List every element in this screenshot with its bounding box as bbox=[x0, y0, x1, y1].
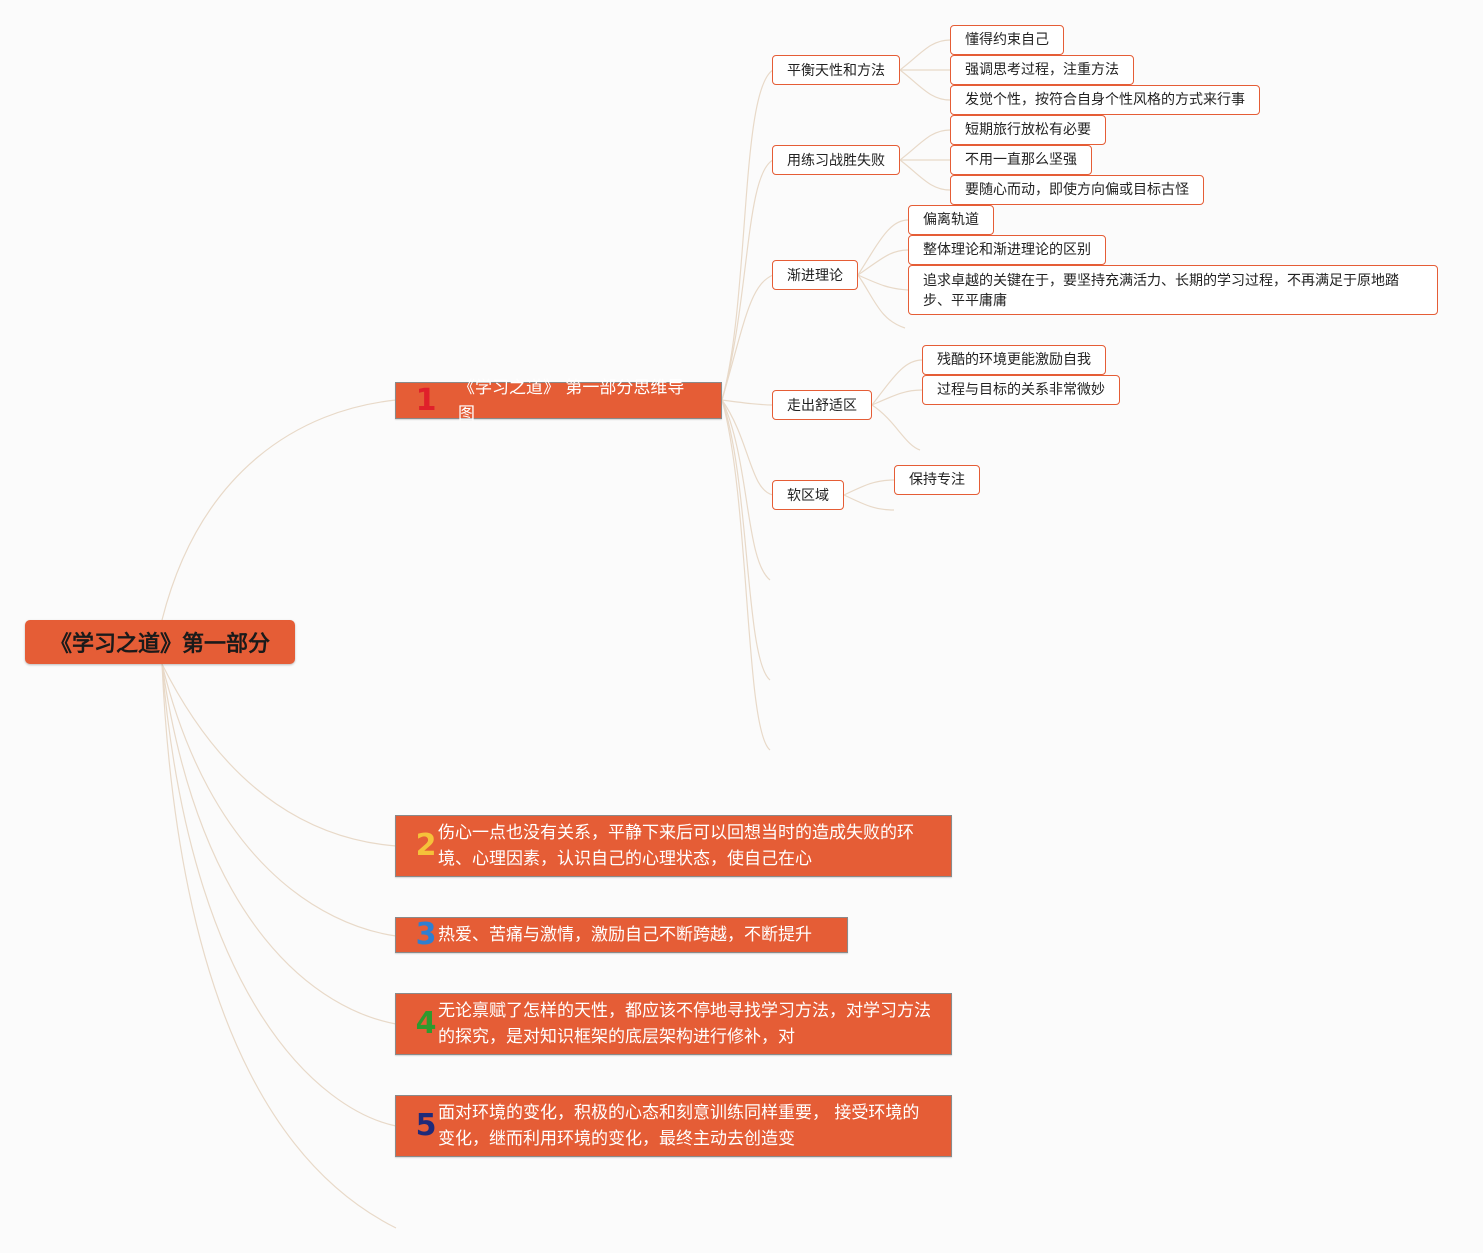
main-topic-5-label: 面对环境的变化，积极的心态和刻意训练同样重要， 接受环境的变化，继而利用环境的变… bbox=[438, 1103, 920, 1149]
leaf-pursue-excellence[interactable]: 追求卓越的关键在于，要坚持充满活力、长期的学习过程，不再满足于原地踏步、平平庸庸 bbox=[908, 265, 1438, 315]
number-1-icon: 1 bbox=[415, 382, 437, 418]
main-topic-3[interactable]: 3 热爱、苦痛与激情，激励自己不断跨越，不断提升 bbox=[395, 917, 848, 953]
central-topic[interactable]: 《学习之道》第一部分 bbox=[25, 620, 295, 664]
subtopic-incremental-theory[interactable]: 渐进理论 bbox=[772, 260, 858, 290]
subtopic-practice-beat-failure[interactable]: 用练习战胜失败 bbox=[772, 145, 900, 175]
leaf-harsh-environment[interactable]: 残酷的环境更能激励自我 bbox=[922, 345, 1106, 375]
number-2-icon: 2 bbox=[415, 828, 437, 863]
number-4-icon: 4 bbox=[415, 1006, 437, 1041]
subtopic-leave-comfort-zone[interactable]: 走出舒适区 bbox=[772, 390, 872, 420]
main-topic-1[interactable]: 1 《学习之道》 第一部分思维导图 bbox=[395, 378, 722, 424]
main-topic-4[interactable]: 4 无论禀赋了怎样的天性，都应该不停地寻找学习方法，对学习方法的探究，是对知识框… bbox=[395, 993, 952, 1055]
main-topic-3-label: 热爱、苦痛与激情，激励自己不断跨越，不断提升 bbox=[438, 925, 812, 945]
leaf-emphasize-thinking[interactable]: 强调思考过程，注重方法 bbox=[950, 55, 1134, 85]
leaf-short-trip-relax[interactable]: 短期旅行放松有必要 bbox=[950, 115, 1106, 145]
leaf-process-goal[interactable]: 过程与目标的关系非常微妙 bbox=[922, 375, 1120, 405]
leaf-follow-heart[interactable]: 要随心而动，即使方向偏或目标古怪 bbox=[950, 175, 1204, 205]
main-topic-2[interactable]: 2 伤心一点也没有关系，平静下来后可以回想当时的造成失败的环境、心理因素，认识自… bbox=[395, 815, 952, 877]
leaf-self-discipline[interactable]: 懂得约束自己 bbox=[950, 25, 1064, 55]
subtopic-soft-zone[interactable]: 软区域 bbox=[772, 480, 844, 510]
subtopic-balance-nature-method[interactable]: 平衡天性和方法 bbox=[772, 55, 900, 85]
main-topic-2-label: 伤心一点也没有关系，平静下来后可以回想当时的造成失败的环境、心理因素，认识自己的… bbox=[438, 823, 914, 869]
leaf-stay-focused[interactable]: 保持专注 bbox=[894, 465, 980, 495]
leaf-off-track[interactable]: 偏离轨道 bbox=[908, 205, 994, 235]
number-3-icon: 3 bbox=[415, 917, 437, 952]
leaf-theory-difference[interactable]: 整体理论和渐进理论的区别 bbox=[908, 235, 1106, 265]
number-5-icon: 5 bbox=[415, 1108, 437, 1143]
leaf-not-always-strong[interactable]: 不用一直那么坚强 bbox=[950, 145, 1092, 175]
main-topic-4-label: 无论禀赋了怎样的天性，都应该不停地寻找学习方法，对学习方法的探究，是对知识框架的… bbox=[438, 1001, 931, 1047]
main-topic-1-label: 《学习之道》 第一部分思维导图 bbox=[458, 377, 685, 424]
leaf-discover-personality[interactable]: 发觉个性，按符合自身个性风格的方式来行事 bbox=[950, 85, 1260, 115]
main-topic-5[interactable]: 5 面对环境的变化，积极的心态和刻意训练同样重要， 接受环境的变化，继而利用环境… bbox=[395, 1095, 952, 1157]
